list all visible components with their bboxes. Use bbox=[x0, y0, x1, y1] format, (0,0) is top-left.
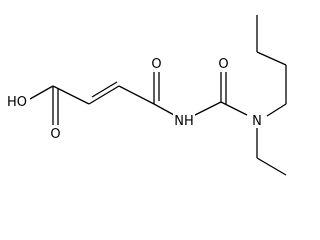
bond-lines bbox=[29, 15, 287, 176]
label-background-amine-nitrogen bbox=[250, 112, 264, 128]
bond-c2-c3-double-inner bbox=[91, 81, 118, 98]
bond-n-butyl-c1 bbox=[266, 103, 287, 117]
bond-c1-c2 bbox=[52, 85, 90, 105]
atom-labels: HO O O NH O N bbox=[4, 56, 264, 142]
label-background-urea-oxygen bbox=[216, 56, 231, 72]
atom-imide-nitrogen: NH bbox=[174, 114, 194, 129]
atom-amine-nitrogen: N bbox=[252, 114, 262, 129]
bond-c3-c4 bbox=[118, 85, 155, 105]
label-background-imide-oxygen bbox=[149, 56, 164, 72]
atom-hydroxyl: HO bbox=[7, 95, 27, 110]
atom-imide-carbonyl-oxygen: O bbox=[151, 57, 161, 72]
bond-c1-hydroxyl bbox=[29, 85, 54, 100]
atom-urea-carbonyl-oxygen: O bbox=[218, 57, 228, 72]
bond-butyl-c2-c3 bbox=[256, 51, 287, 66]
atom-acid-carbonyl-oxygen: O bbox=[50, 127, 60, 142]
bond-ethyl-ch2-ch3 bbox=[256, 157, 287, 176]
bond-c4-nh bbox=[153, 103, 175, 116]
bond-c2-c3-double bbox=[88, 85, 120, 105]
label-background-imide-nitrogen bbox=[173, 112, 195, 128]
structural-formula: HO O O NH O N bbox=[4, 15, 287, 176]
bond-c5-n bbox=[220, 101, 248, 116]
label-background-acid-oxygen bbox=[48, 125, 63, 141]
bond-nh-c5 bbox=[192, 101, 222, 117]
label-background-hydroxyl bbox=[4, 93, 30, 109]
